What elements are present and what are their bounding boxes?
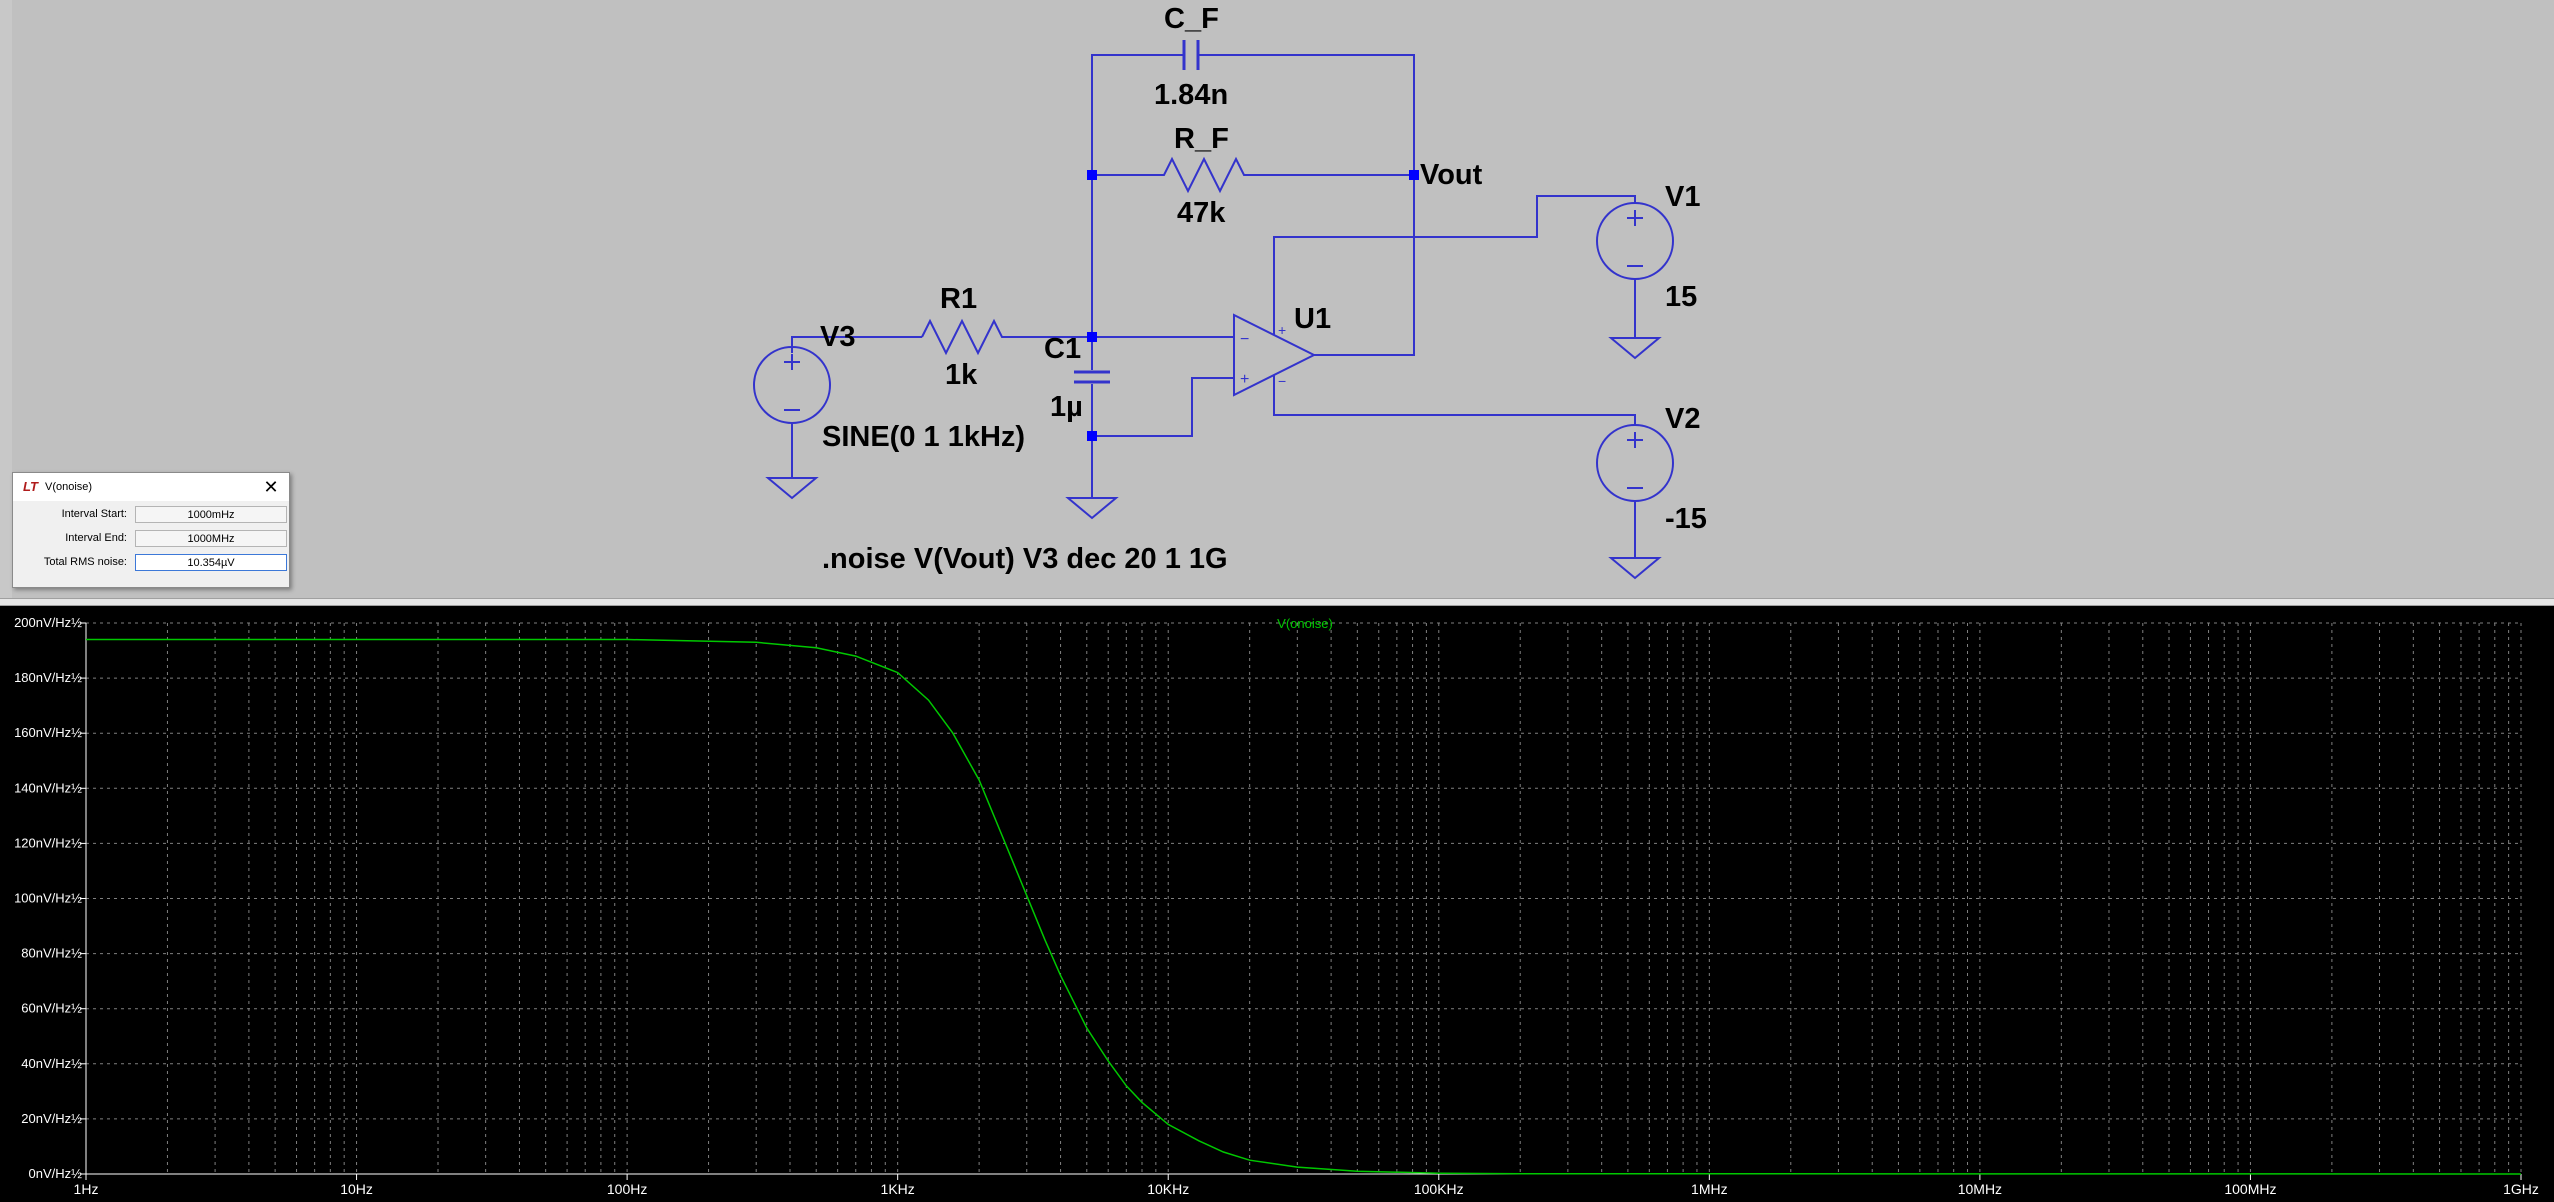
- spice-directive: .noise V(Vout) V3 dec 20 1 1G: [822, 543, 1228, 575]
- y-tick-label: 80nV/Hz½: [21, 946, 82, 961]
- v1-value: 15: [1665, 281, 1697, 313]
- v3-name: V3: [820, 321, 855, 353]
- plot-background: [0, 606, 2554, 1202]
- v1-name: V1: [1665, 181, 1700, 213]
- resistor-r1: [921, 318, 1234, 356]
- y-tick-label: 100nV/Hz½: [14, 891, 82, 906]
- gnd-v1: [1608, 337, 1662, 360]
- dialog-title: V(onoise): [45, 481, 93, 493]
- interval-end-row: Interval End: 1000MHz: [13, 527, 289, 549]
- v2-value: -15: [1665, 503, 1707, 535]
- x-tick-label: 1KHz: [881, 1181, 915, 1197]
- schematic-editor[interactable]: − + + − C_F 1.84n R_F 47k Vout V1 15 V2 …: [0, 0, 2554, 598]
- junction: [1087, 332, 1097, 342]
- x-tick-label: 10KHz: [1147, 1181, 1189, 1197]
- ltspice-logo-icon: LT: [23, 479, 38, 494]
- y-tick-label: 120nV/Hz½: [14, 835, 82, 850]
- trace-v-onoise: [86, 638, 2522, 1175]
- opamp-vminus-sign: −: [1278, 373, 1286, 389]
- wire-cf: [1091, 54, 1415, 175]
- wire-plus-input: [1092, 377, 1234, 437]
- resistor-rf: [1092, 156, 1414, 194]
- y-axis-ticks: 0nV/Hz½ 20nV/Hz½ 40nV/Hz½ 60nV/Hz½ 80nV/Hz½ 1…: [14, 615, 86, 1181]
- close-icon[interactable]: ✕: [263, 477, 279, 497]
- interval-end-label: Interval End:: [65, 532, 127, 544]
- cf-name: C_F: [1164, 3, 1219, 35]
- total-rms-label: Total RMS noise:: [43, 556, 127, 568]
- u1-name: U1: [1294, 303, 1331, 335]
- y-tick-label: 140nV/Hz½: [14, 780, 82, 795]
- interval-end-field[interactable]: 1000MHz: [135, 529, 287, 547]
- y-tick-label: 40nV/Hz½: [21, 1056, 82, 1071]
- x-tick-label: 100Hz: [607, 1181, 647, 1197]
- x-tick-label: 10Hz: [340, 1181, 373, 1197]
- junction: [1087, 431, 1097, 441]
- dialog-titlebar[interactable]: LT V(onoise) ✕: [13, 473, 289, 501]
- waveform-viewer[interactable]: 0nV/Hz½ 20nV/Hz½ 40nV/Hz½ 60nV/Hz½ 80nV/Hz½ 1…: [0, 606, 2554, 1202]
- wire-v3: [791, 336, 922, 353]
- interval-start-field[interactable]: 1000mHz: [135, 505, 287, 523]
- plot-grid: [85, 622, 2522, 1175]
- y-tick-label: 60nV/Hz½: [21, 1001, 82, 1016]
- v2-name: V2: [1665, 403, 1700, 435]
- x-axis-ticks: 1Hz 10Hz 100Hz 1KHz 10KHz 100KHz 1MHz 10MHz 100M…: [74, 1174, 2539, 1197]
- y-tick-label: 160nV/Hz½: [14, 725, 82, 740]
- wire-output: [1314, 175, 1415, 356]
- y-tick-label: 20nV/Hz½: [21, 1111, 82, 1126]
- wire-v2: [1273, 375, 1636, 425]
- rf-name: R_F: [1174, 123, 1229, 155]
- opamp-vplus-sign: +: [1278, 322, 1286, 338]
- y-tick-label: 180nV/Hz½: [14, 670, 82, 685]
- x-tick-label: 100MHz: [2224, 1181, 2276, 1197]
- r1-name: R1: [940, 283, 977, 315]
- x-tick-label: 1Hz: [74, 1181, 99, 1197]
- x-tick-label: 100KHz: [1414, 1181, 1464, 1197]
- junction: [1409, 170, 1419, 180]
- y-tick-label: 200nV/Hz½: [14, 615, 82, 630]
- gnd-c1: [1065, 497, 1119, 520]
- opamp-minus-sign: −: [1240, 331, 1249, 348]
- total-rms-field[interactable]: 10.354µV: [135, 553, 287, 571]
- x-tick-label: 1GHz: [2503, 1181, 2539, 1197]
- c1-name: C1: [1044, 333, 1081, 365]
- x-tick-label: 10MHz: [1958, 1181, 2002, 1197]
- gnd-v2: [1608, 557, 1662, 580]
- gnd-v3: [765, 477, 819, 500]
- junction: [1087, 170, 1097, 180]
- trace-label: V(onoise): [1277, 616, 1333, 631]
- vout-label: Vout: [1420, 159, 1483, 191]
- r1-value: 1k: [945, 359, 978, 391]
- total-rms-row: Total RMS noise: 10.354µV: [13, 551, 289, 573]
- interval-start-label: Interval Start:: [61, 508, 127, 520]
- v3-value: SINE(0 1 1kHz): [822, 421, 1025, 453]
- schematic-canvas[interactable]: − + + − C_F 1.84n R_F 47k Vout V1 15 V2 …: [12, 0, 2554, 598]
- rf-value: 47k: [1177, 197, 1226, 229]
- plot-canvas[interactable]: 0nV/Hz½ 20nV/Hz½ 40nV/Hz½ 60nV/Hz½ 80nV/Hz½ 1…: [0, 606, 2554, 1202]
- cf-value: 1.84n: [1154, 79, 1228, 111]
- y-tick-label: 0nV/Hz½: [29, 1166, 83, 1181]
- c1-value: 1µ: [1050, 391, 1083, 423]
- wire-v1: [1273, 195, 1636, 335]
- noise-integration-dialog[interactable]: LT V(onoise) ✕ Interval Start: 1000mHz I…: [12, 472, 290, 588]
- x-tick-label: 1MHz: [1691, 1181, 1728, 1197]
- pane-splitter[interactable]: [0, 598, 2554, 606]
- interval-start-row: Interval Start: 1000mHz: [13, 503, 289, 525]
- opamp-plus-sign: +: [1240, 371, 1249, 388]
